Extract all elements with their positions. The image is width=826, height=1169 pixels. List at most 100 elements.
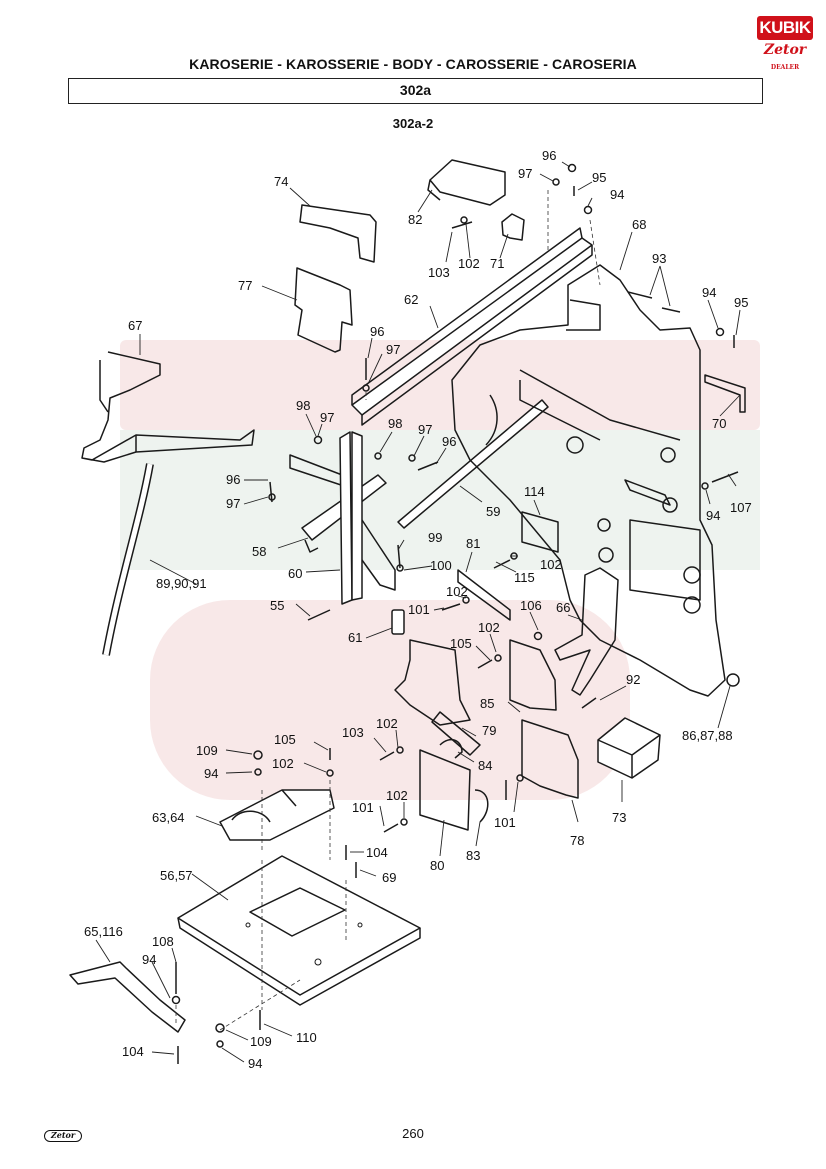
callout-94b: 94 xyxy=(702,285,716,300)
callout-71: 71 xyxy=(490,256,504,271)
part-60-post xyxy=(339,431,353,605)
callout-94e: 94 xyxy=(142,952,156,967)
subsection-label: 302a-2 xyxy=(392,116,434,131)
callout-98b: 98 xyxy=(388,416,402,431)
callout-68: 68 xyxy=(632,217,646,232)
callout-102f: 102 xyxy=(272,756,294,771)
part-61-spacer xyxy=(391,609,405,635)
callout-97: 97 xyxy=(518,166,532,181)
callout-83: 83 xyxy=(466,848,480,863)
callout-94d: 94 xyxy=(204,766,218,781)
callout-104b: 104 xyxy=(122,1044,144,1059)
callout-101c: 101 xyxy=(352,800,374,815)
callout-96c: 96 xyxy=(442,434,456,449)
callout-62: 62 xyxy=(404,292,418,307)
page-number: 260 xyxy=(402,1126,424,1141)
watermark xyxy=(120,340,760,800)
part-78-plate xyxy=(521,719,579,799)
callout-95b: 95 xyxy=(734,295,748,310)
callout-97c: 97 xyxy=(320,410,334,425)
callout-95: 95 xyxy=(592,170,606,185)
callout-89-90-91: 89,90,91 xyxy=(156,576,207,591)
callout-96: 96 xyxy=(542,148,556,163)
part-73-box xyxy=(597,717,661,779)
callout-81: 81 xyxy=(466,536,480,551)
callout-97e: 97 xyxy=(226,496,240,511)
callout-102c: 102 xyxy=(446,584,468,599)
callout-94: 94 xyxy=(610,187,624,202)
callout-63-64: 63,64 xyxy=(152,810,185,825)
callout-96d: 96 xyxy=(226,472,240,487)
logo-kubik-text: KUBIK xyxy=(757,16,813,40)
callout-104: 104 xyxy=(366,845,388,860)
callout-106: 106 xyxy=(520,598,542,613)
callout-65-116: 65,116 xyxy=(84,924,123,939)
callout-78: 78 xyxy=(570,833,584,848)
callout-110: 110 xyxy=(296,1030,317,1045)
callout-84: 84 xyxy=(478,758,492,773)
callout-97b: 97 xyxy=(386,342,400,357)
callout-102g: 102 xyxy=(386,788,408,803)
callout-102b: 102 xyxy=(540,557,562,572)
callout-109: 109 xyxy=(196,743,218,758)
callout-61: 61 xyxy=(348,630,362,645)
part-80-panel xyxy=(419,749,471,831)
callout-114: 114 xyxy=(524,484,545,499)
part-67-frame xyxy=(81,351,255,463)
part-83-hook xyxy=(474,789,489,823)
callout-58: 58 xyxy=(252,544,266,559)
callout-105b: 105 xyxy=(274,732,296,747)
part-65-bracket xyxy=(69,961,186,1033)
callout-66: 66 xyxy=(556,600,570,615)
part-66-arm xyxy=(554,567,619,696)
part-85-plate xyxy=(509,639,557,711)
section-number-box: 302a xyxy=(68,78,763,104)
assembly-dashed-lines xyxy=(175,190,601,1031)
callout-97d: 97 xyxy=(418,422,432,437)
callout-56-57: 56,57 xyxy=(160,868,193,883)
part-81-strip xyxy=(457,569,511,621)
callout-55: 55 xyxy=(270,598,284,613)
callout-101: 101 xyxy=(408,602,430,617)
callout-102: 102 xyxy=(458,256,480,271)
kubik-zetor-logo: KUBIK Zetor DEALER xyxy=(757,16,813,71)
callout-115: 115 xyxy=(514,570,535,585)
callout-103b: 103 xyxy=(342,725,364,740)
logo-zetor-text: Zetor DEALER xyxy=(763,42,807,71)
callout-98: 98 xyxy=(296,398,310,413)
page-title: KAROSERIE - KAROSSERIE - BODY - CAROSSER… xyxy=(189,56,637,72)
callout-99: 99 xyxy=(428,530,442,545)
callout-102e: 102 xyxy=(376,716,398,731)
callout-93: 93 xyxy=(652,251,666,266)
leader-lines xyxy=(95,161,741,1063)
callout-102d: 102 xyxy=(478,620,500,635)
callout-60: 60 xyxy=(288,566,302,581)
part-84-clip xyxy=(439,738,463,759)
part-68-main-panel xyxy=(451,264,726,697)
part-70-bracket xyxy=(704,374,746,413)
callout-94f: 94 xyxy=(248,1056,262,1071)
callout-79: 79 xyxy=(482,723,496,738)
part-82-bracket xyxy=(427,159,506,206)
callout-107: 107 xyxy=(730,500,752,515)
callout-100: 100 xyxy=(430,558,452,573)
callout-86-87-88: 86,87,88 xyxy=(682,728,733,743)
callout-92: 92 xyxy=(626,672,640,687)
callout-108: 108 xyxy=(152,934,174,949)
part-114-plate xyxy=(521,511,559,553)
part-74-plate xyxy=(299,204,377,263)
part-79-clip xyxy=(431,711,481,756)
callout-69: 69 xyxy=(382,870,396,885)
part-77-plate xyxy=(294,267,353,353)
callout-73: 73 xyxy=(612,810,626,825)
callout-103: 103 xyxy=(428,265,450,280)
callout-96b: 96 xyxy=(370,324,384,339)
callout-67: 67 xyxy=(128,318,142,333)
callout-80: 80 xyxy=(430,858,444,873)
fasteners xyxy=(171,163,739,1064)
callout-59: 59 xyxy=(486,504,500,519)
callout-70: 70 xyxy=(712,416,726,431)
callout-85: 85 xyxy=(480,696,494,711)
footer-zetor-logo: Zetor xyxy=(44,1130,82,1142)
